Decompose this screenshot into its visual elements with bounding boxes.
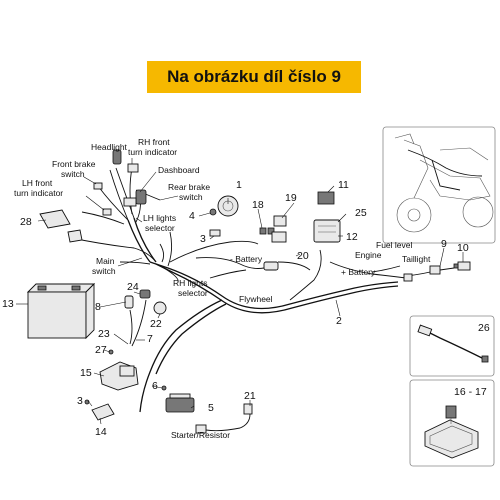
- label-headlight: Headlight: [91, 142, 128, 152]
- title-banner: Na obrázku díl číslo 9: [147, 61, 361, 93]
- part-number-6: 6: [152, 380, 158, 392]
- leader-lines: [16, 148, 464, 425]
- label-rear-brake-line2: switch: [179, 192, 203, 202]
- parts-15-27-bracket: [99, 349, 139, 391]
- part-number-3-top: 3: [200, 233, 206, 245]
- label-fuel-level: Fuel level: [376, 240, 412, 250]
- part-number-9: 9: [441, 238, 447, 250]
- label-front-brake-line1: Front brake: [52, 159, 96, 169]
- label-lh-front-line2: turn indicator: [14, 188, 63, 198]
- part-number-5: 5: [208, 402, 214, 414]
- part-number-21: 21: [244, 390, 256, 402]
- part-number-14: 14: [95, 426, 107, 438]
- part-number-22: 22: [150, 318, 162, 330]
- label-main-switch-line2: switch: [92, 266, 116, 276]
- parts-8-24-22: [124, 289, 167, 347]
- part-11-fuse: [313, 191, 341, 243]
- lh-indicator-connector: [102, 208, 112, 216]
- label-lh-front-line1: LH front: [22, 178, 53, 188]
- label-main-switch-line1: Main: [96, 256, 115, 266]
- part-number-10: 10: [457, 242, 469, 254]
- part-number-12: 12: [346, 231, 358, 243]
- part-number-26: 26: [478, 322, 490, 334]
- label-battery-positive: + Battery: [341, 267, 376, 277]
- label-battery-negative: - Battery: [230, 254, 263, 264]
- label-flywheel: Flywheel: [239, 294, 273, 304]
- part-number-11: 11: [338, 179, 349, 191]
- label-rh-lights-line1: RH lights: [173, 278, 207, 288]
- part-number-27: 27: [95, 344, 107, 356]
- label-rear-brake-line1: Rear brake: [168, 182, 210, 192]
- part-18-19-relays: [259, 215, 287, 243]
- main-harness: [71, 167, 455, 413]
- label-lh-lights-line1: LH lights: [143, 213, 176, 223]
- part-number-15: 15: [80, 367, 92, 379]
- part-number-8: 8: [95, 301, 101, 313]
- part-26-inset: [409, 315, 495, 377]
- label-rh-front-line2: turn indicator: [128, 147, 177, 157]
- flywheel-connector: [263, 261, 279, 271]
- taillight-connectors: [403, 261, 471, 282]
- banner-title: Na obrázku díl číslo 9: [167, 67, 341, 86]
- part-number-7: 7: [147, 333, 153, 345]
- part-number-1: 1: [236, 179, 242, 191]
- label-dashboard: Dashboard: [158, 165, 200, 175]
- part-number-19: 19: [285, 192, 297, 204]
- label-engine: Engine: [355, 250, 382, 260]
- part-number-2: 2: [336, 315, 342, 327]
- part-number-28: 28: [20, 216, 32, 228]
- part-number-3-bottom: 3: [77, 395, 83, 407]
- label-lh-lights-line2: selector: [145, 223, 175, 233]
- part-28-relay: [39, 209, 83, 243]
- front-brake-connector: [93, 182, 103, 190]
- component-labels: Headlight RH front turn indicator Front …: [14, 137, 431, 440]
- part-14-bracket: [84, 399, 115, 421]
- headlight-connector: [112, 149, 122, 165]
- label-taillight: Taillight: [402, 254, 431, 264]
- label-front-brake-line2: switch: [61, 169, 85, 179]
- label-rh-front-line1: RH front: [138, 137, 170, 147]
- part-5-starter: [161, 385, 195, 413]
- dashboard-connector: [123, 189, 147, 207]
- part-1-horn: [209, 195, 239, 237]
- part-number-20: 20: [297, 250, 309, 262]
- part-number-23: 23: [98, 328, 110, 340]
- battery-13: [26, 282, 96, 340]
- part-number-16-17: 16 - 17: [454, 386, 487, 398]
- rh-indicator-connector: [127, 163, 139, 173]
- part-21-lead: [195, 403, 253, 434]
- part-number-24: 24: [127, 281, 139, 293]
- part-number-13: 13: [2, 298, 14, 310]
- part-number-18: 18: [252, 199, 264, 211]
- label-starter-resistor: Starter/Resistor: [171, 430, 230, 440]
- label-rh-lights-line2: selector: [178, 288, 208, 298]
- scooter-inset: [382, 126, 496, 244]
- part-number-4: 4: [189, 210, 195, 222]
- part-numbers: 1 2 3 3 4 5 6 7 8 9 10 11 12 13 14 15 16…: [2, 179, 490, 438]
- part-number-25: 25: [355, 207, 367, 219]
- part-16-17-inset: [409, 379, 495, 467]
